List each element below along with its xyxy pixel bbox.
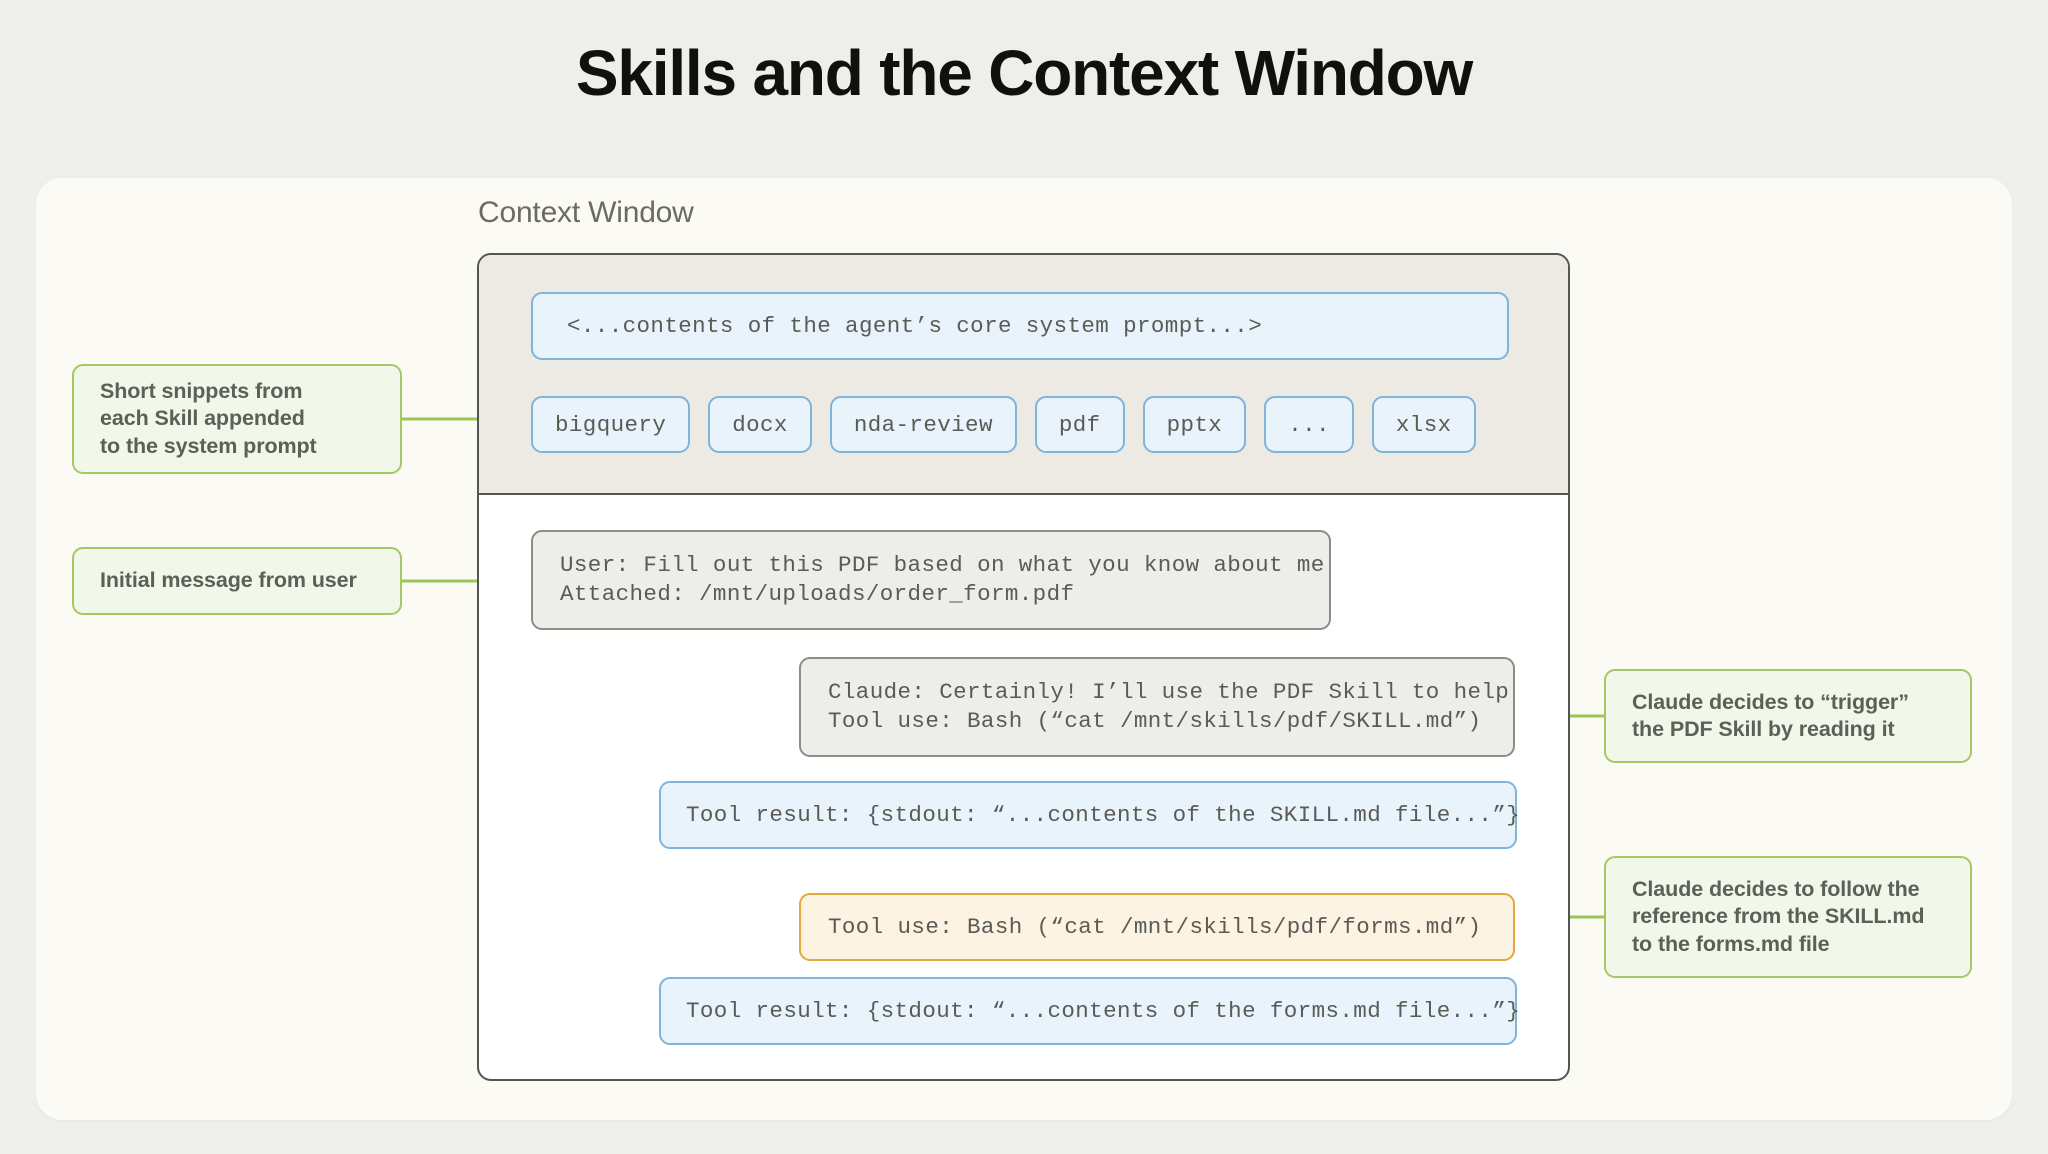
callout-trigger-skill-line-2: the PDF Skill by reading it (1632, 717, 1895, 741)
callout-follow-reference-line-3: to the forms.md file (1632, 931, 1830, 956)
skill-pill-nda-review[interactable]: nda-review (829, 396, 1017, 453)
page-title: Skills and the Context Window (575, 37, 1473, 109)
system-prompt-bubble: <...contents of the agent’s core system … (531, 292, 1509, 360)
tool-result-forms-md-bubble: Tool result: {stdout: “...contents of th… (659, 977, 1521, 1045)
callout-skill-snippets-line-2: each Skill appended (100, 406, 305, 431)
user-message-line-1: User: Fill out this PDF based on what yo… (560, 552, 1325, 578)
claude-message-bubble: Claude: Certainly! I’ll use the PDF Skil… (799, 657, 1515, 757)
callout-follow-reference-line-1: Claude decides to follow the (1632, 876, 1920, 901)
tool-result-forms-md-text: Tool result: {stdout: “...contents of th… (686, 997, 1521, 1024)
callout-trigger-skill-line-1: Claude decides to “trigger” (1632, 689, 1909, 714)
user-message-line-2: Attached: /mnt/uploads/order_form.pdf (560, 581, 1075, 607)
context-window-frame: <...contents of the agent’s core system … (477, 253, 1570, 1081)
callout-initial-message: Initial message from user (72, 547, 402, 615)
callout-skill-snippets-line-1: Short snippets from (100, 378, 303, 403)
skill-pill-pptx[interactable]: pptx (1142, 396, 1247, 453)
context-window-label: Context Window (478, 196, 694, 229)
callout-skill-snippets: Short snippets from each Skill appended … (72, 364, 402, 474)
callout-follow-reference: Claude decides to follow the reference f… (1604, 856, 1972, 978)
skill-pill-row: bigquery docx nda-review pdf pptx ... xl… (531, 396, 1476, 453)
callout-follow-reference-line-2: reference from the SKILL.md (1632, 904, 1925, 929)
skill-pill-pdf[interactable]: pdf (1034, 396, 1125, 453)
tool-result-skill-md-bubble: Tool result: {stdout: “...contents of th… (659, 781, 1521, 849)
claude-message-line-2: Tool use: Bash (“cat /mnt/skills/pdf/SKI… (828, 708, 1482, 734)
system-prompt-text: <...contents of the agent’s core system … (567, 312, 1263, 339)
callout-initial-message-line-1: Initial message from user (100, 568, 357, 593)
claude-message-line-1: Claude: Certainly! I’ll use the PDF Skil… (828, 679, 1510, 705)
tool-result-skill-md-text: Tool result: {stdout: “...contents of th… (686, 801, 1521, 828)
tool-use-forms-md-bubble: Tool use: Bash (“cat /mnt/skills/pdf/for… (799, 893, 1515, 961)
tool-use-forms-md-text: Tool use: Bash (“cat /mnt/skills/pdf/for… (828, 913, 1482, 940)
system-prompt-section (479, 255, 1568, 495)
skill-pill-bigquery[interactable]: bigquery (531, 396, 691, 453)
skill-pill-ellipsis[interactable]: ... (1264, 396, 1354, 453)
callout-trigger-skill: Claude decides to “trigger” the PDF Skil… (1604, 669, 1972, 763)
user-message-bubble: User: Fill out this PDF based on what yo… (531, 530, 1331, 630)
skill-pill-docx[interactable]: docx (708, 396, 812, 453)
callout-skill-snippets-line-3: to the system prompt (100, 433, 317, 458)
skill-pill-xlsx[interactable]: xlsx (1371, 396, 1476, 453)
